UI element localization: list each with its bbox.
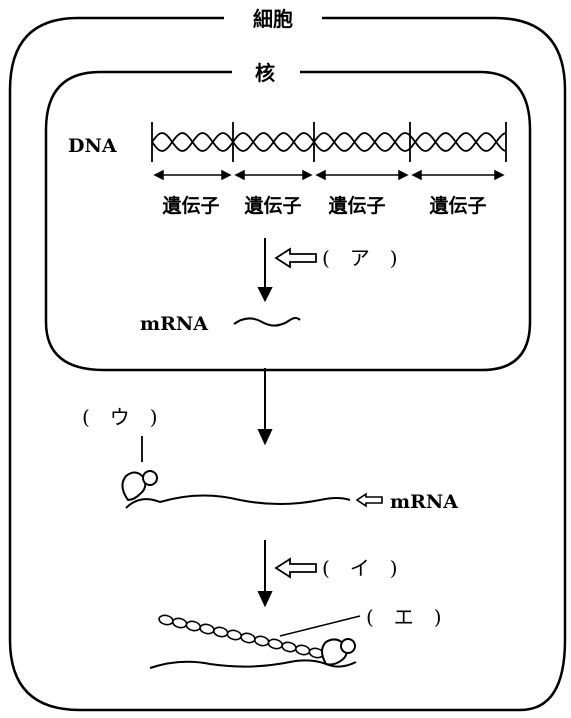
gene-label: 遺伝子: [328, 194, 385, 217]
amino-acid-bead: [158, 614, 174, 626]
down-arrow: [257, 540, 273, 608]
gene-span-arrow: [411, 169, 505, 181]
amino-acid-bead: [171, 617, 188, 629]
down-arrow: [257, 238, 273, 303]
dna-strand-b: [151, 132, 507, 152]
blank-i: ( イ ): [322, 556, 398, 580]
mrna-strand-cytoplasm: [125, 494, 351, 509]
dna-strand-a: [151, 132, 507, 152]
mrna-strand-translation: [149, 659, 357, 669]
amino-acid-bead: [240, 632, 256, 644]
gene-span-arrow: [315, 169, 409, 181]
dna-helix: [151, 122, 507, 162]
amino-acid-bead: [253, 635, 270, 647]
cell-membrane: [8, 16, 567, 712]
pointer-line: [279, 615, 361, 637]
gene-label: 遺伝子: [244, 194, 301, 217]
amino-acid-bead: [199, 623, 215, 635]
amino-acid-bead: [267, 638, 284, 650]
polypeptide-chain: [158, 614, 338, 662]
cell-label: 細胞: [253, 7, 293, 31]
down-arrow: [257, 368, 273, 446]
blank-a: ( ア ): [322, 246, 398, 270]
hollow-pointer-arrow: [274, 557, 317, 579]
hollow-pointer-arrow: [274, 247, 317, 269]
ribosome: [321, 638, 356, 666]
blank-e: ( エ ): [366, 605, 442, 629]
mrna-label-cytoplasm: mRNA: [390, 491, 458, 513]
blank-u: ( ウ ): [82, 405, 158, 429]
gene-label: 遺伝子: [162, 194, 219, 217]
amino-acid-bead: [185, 620, 202, 632]
dna-label: DNA: [68, 135, 117, 157]
amino-acid-bead: [294, 644, 311, 656]
gene-span-arrow: [153, 169, 232, 181]
gene-span-arrows: [153, 169, 505, 181]
nucleus-membrane: [44, 70, 532, 372]
mrna-strand-nucleus: [233, 317, 301, 327]
ribosome: [121, 470, 158, 502]
amino-acid-bead: [212, 626, 229, 638]
amino-acid-bead: [281, 641, 297, 653]
amino-acid-bead: [226, 629, 243, 641]
gene-span-arrow: [234, 169, 313, 181]
mrna-label-nucleus: mRNA: [140, 313, 208, 335]
nucleus-label: 核: [255, 61, 275, 85]
hollow-pointer-arrow: [355, 492, 383, 508]
gene-label: 遺伝子: [429, 194, 486, 217]
